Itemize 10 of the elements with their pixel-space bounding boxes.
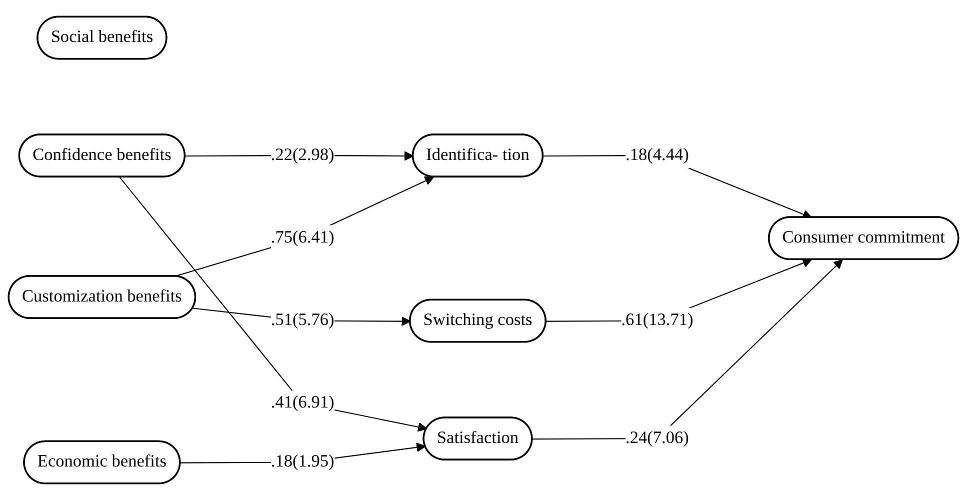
edge-label: .18(4.44) [626,146,689,164]
edge-label: .24(7.06) [626,428,689,448]
arrow [174,176,434,277]
edge-label: .18(1.95) [270,452,334,471]
edge-label: .61(13.71) [621,311,694,330]
edge-label: .22(2.98) [270,146,334,164]
arrow [119,176,428,432]
edge-label: .75(6.41) [270,228,334,247]
edge-label: .41(6.91) [270,394,334,412]
edge-label: .51(5.76) [270,311,334,330]
